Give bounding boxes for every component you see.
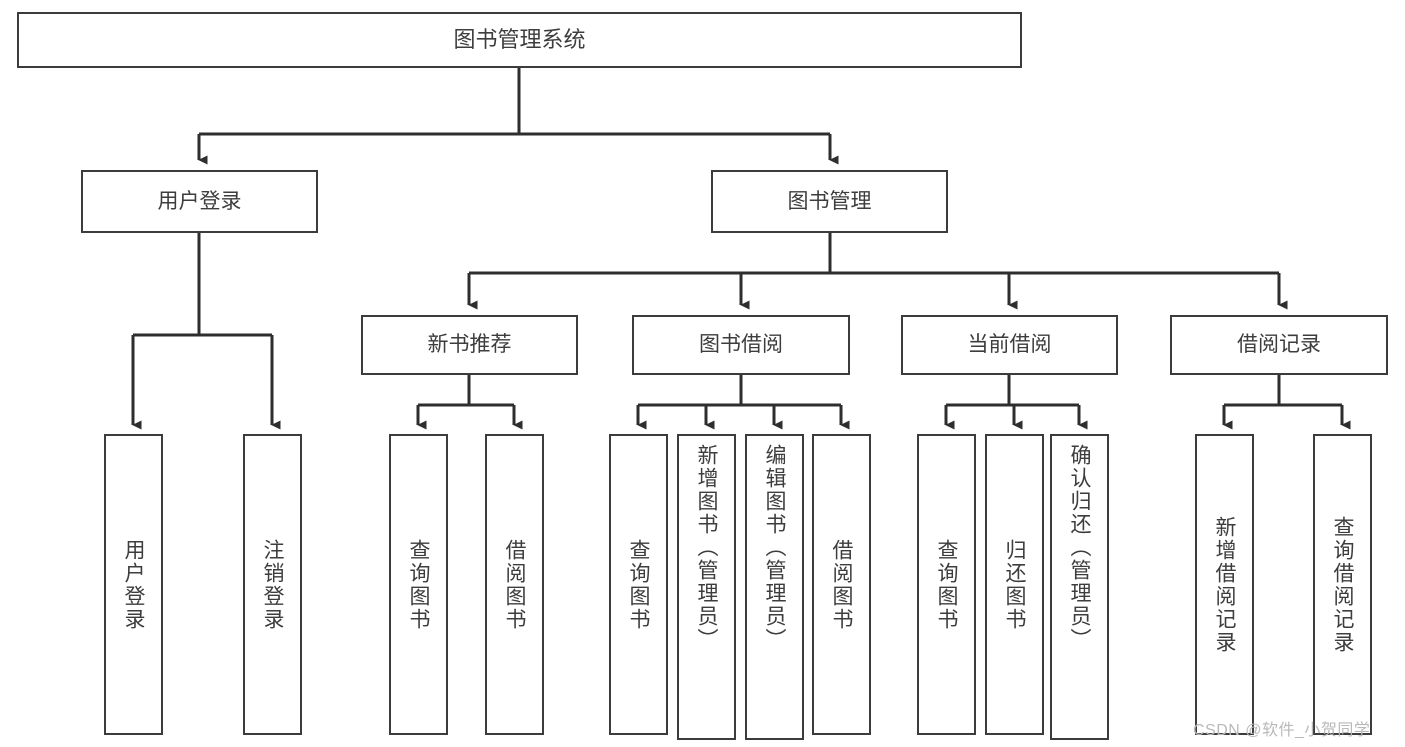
node-leaf-edit-book-label: 编辑图书（管理员）	[763, 444, 786, 651]
node-leaf-borrow-book-1[interactable]: 借阅图书	[485, 434, 544, 735]
node-book-borrow[interactable]: 图书借阅	[632, 315, 850, 375]
node-new-book-recommend-label: 新书推荐	[427, 333, 512, 357]
node-leaf-query-book-3-label: 查询图书	[935, 538, 958, 631]
node-leaf-return-book-label: 归还图书	[1003, 538, 1026, 631]
node-leaf-query-book-1-label: 查询图书	[407, 538, 430, 631]
node-leaf-query-book-1[interactable]: 查询图书	[389, 434, 448, 735]
node-leaf-query-book-2-label: 查询图书	[627, 538, 650, 631]
node-user-login-label: 用户登录	[157, 189, 242, 213]
node-book-borrow-label: 图书借阅	[699, 333, 783, 357]
node-leaf-edit-book[interactable]: 编辑图书（管理员）	[745, 434, 804, 740]
node-leaf-query-book-2[interactable]: 查询图书	[609, 434, 668, 735]
node-leaf-logout[interactable]: 注销登录	[243, 434, 302, 735]
node-leaf-borrow-book-2-label: 借阅图书	[830, 538, 853, 631]
node-leaf-add-book-label: 新增图书（管理员）	[695, 444, 718, 651]
node-user-login[interactable]: 用户登录	[81, 170, 318, 233]
node-leaf-return-book[interactable]: 归还图书	[985, 434, 1044, 735]
node-leaf-query-record-label: 查询借阅记录	[1331, 515, 1354, 654]
node-leaf-borrow-book-2[interactable]: 借阅图书	[812, 434, 871, 735]
node-new-book-recommend[interactable]: 新书推荐	[361, 315, 578, 375]
node-root[interactable]: 图书管理系统	[17, 12, 1022, 68]
node-borrow-record[interactable]: 借阅记录	[1170, 315, 1388, 375]
node-leaf-add-record-label: 新增借阅记录	[1213, 515, 1236, 654]
node-leaf-query-book-3[interactable]: 查询图书	[917, 434, 976, 735]
node-leaf-user-login[interactable]: 用户登录	[104, 434, 163, 735]
node-leaf-query-record[interactable]: 查询借阅记录	[1313, 434, 1372, 735]
node-book-management[interactable]: 图书管理	[711, 170, 948, 233]
node-leaf-add-book[interactable]: 新增图书（管理员）	[677, 434, 736, 740]
node-borrow-record-label: 借阅记录	[1237, 333, 1321, 357]
node-book-management-label: 图书管理	[787, 189, 872, 213]
node-leaf-confirm-return-label: 确认归还（管理员）	[1068, 444, 1091, 651]
node-current-borrow-label: 当前借阅	[967, 333, 1052, 357]
watermark-text: CSDN @软件_小贺同学	[1193, 722, 1371, 739]
node-root-label: 图书管理系统	[453, 26, 586, 52]
node-leaf-logout-label: 注销登录	[261, 538, 284, 631]
node-current-borrow[interactable]: 当前借阅	[901, 315, 1118, 375]
node-leaf-confirm-return[interactable]: 确认归还（管理员）	[1050, 434, 1109, 740]
node-leaf-add-record[interactable]: 新增借阅记录	[1195, 434, 1254, 735]
node-leaf-borrow-book-1-label: 借阅图书	[503, 538, 526, 631]
node-leaf-user-login-label: 用户登录	[122, 538, 145, 631]
